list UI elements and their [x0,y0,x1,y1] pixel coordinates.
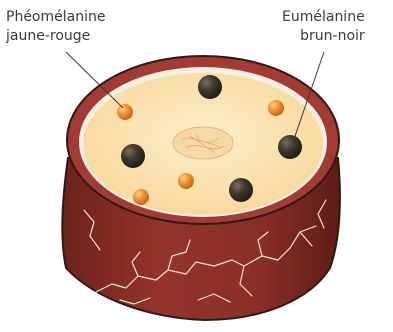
eumelanin-granule [278,135,302,159]
pheomelanin-granule [117,104,133,120]
eumelanin-label-line1: Eumélanine [282,8,365,27]
eumelanin-granule [229,178,253,202]
pheomelanin-granule [178,173,194,189]
eumelanin-granule [121,144,145,168]
nucleus [173,127,233,159]
pheomelanin-label-line1: Phéomélanine [6,8,105,27]
eumelanin-granule [198,75,222,99]
pheomelanin-label-line2: jaune-rouge [6,27,105,46]
eumelanin-label: Eumélanine brun-noir [282,8,365,46]
pheomelanin-granule [268,100,284,116]
pheomelanin-granule [133,189,149,205]
eumelanin-label-line2: brun-noir [282,27,365,46]
pheomelanin-label: Phéomélanine jaune-rouge [6,8,105,46]
